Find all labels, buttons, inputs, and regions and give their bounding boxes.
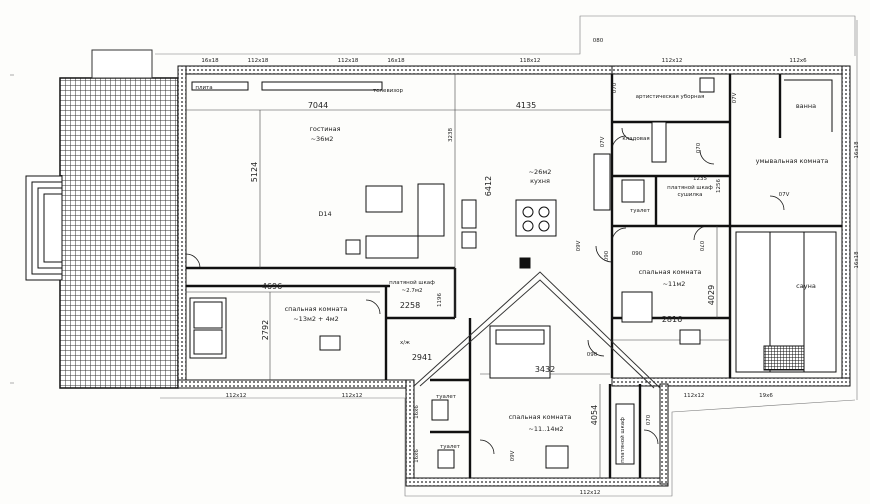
room-labels: гостиная ~36м2 D14 кухня ~26м2 спальная … bbox=[195, 85, 828, 463]
bed-south-area: ~11..14м2 bbox=[528, 425, 563, 433]
living-area: ~36м2 bbox=[311, 135, 334, 143]
kitchen-area: ~26м2 bbox=[529, 168, 552, 176]
dim-1235: 1235 bbox=[693, 176, 707, 182]
closet-small-name: платяной шкаф bbox=[667, 184, 713, 191]
win-2: 112x18 bbox=[248, 58, 269, 64]
door-070c: 07V bbox=[600, 136, 606, 147]
dim-1196: 1196 bbox=[437, 293, 443, 307]
win-3: 112x18 bbox=[338, 58, 359, 64]
door-080: 080 bbox=[593, 38, 604, 44]
door-090b: 090 bbox=[632, 251, 643, 257]
bed-west bbox=[189, 297, 341, 359]
win-9: 112x12 bbox=[342, 393, 363, 399]
bed-west-name: спальная комната bbox=[285, 305, 348, 313]
dim-1256: 1256 bbox=[716, 179, 722, 193]
roof-lines bbox=[413, 271, 661, 389]
dim-4029: 4029 bbox=[707, 285, 716, 305]
door-swings bbox=[185, 127, 785, 455]
hob-label: плита bbox=[195, 85, 212, 91]
win-15: 16x18 bbox=[854, 141, 860, 159]
living-furniture bbox=[191, 81, 477, 259]
dim-2941: 2941 bbox=[412, 353, 432, 362]
win-11: 19x6 bbox=[759, 393, 773, 399]
dim-4135: 4135 bbox=[516, 101, 536, 110]
win-6: 112x12 bbox=[662, 58, 683, 64]
dim-6412: 6412 bbox=[484, 176, 493, 196]
construction-lines bbox=[10, 15, 858, 497]
hall-name: х/ж bbox=[400, 340, 410, 346]
dim-dressing-area: ~2.7м2 bbox=[401, 288, 422, 294]
win-8: 112x12 bbox=[226, 393, 247, 399]
dressing-south-name: платяной шкаф bbox=[619, 417, 626, 463]
door-070b: 070 bbox=[696, 142, 702, 153]
wc-b-name: туалет bbox=[440, 444, 461, 450]
dim-4696: 4696 bbox=[262, 282, 282, 291]
dimension-labels: 7044 4135 5124 3238 6412 4696 2792 2258 … bbox=[250, 101, 722, 425]
sauna-name: сауна bbox=[796, 282, 816, 290]
window-labels: 16x18 112x18 112x18 16x18 118x12 112x12 … bbox=[201, 58, 860, 496]
bed-south-name: спальная комната bbox=[509, 413, 572, 421]
door-090d: 09V bbox=[576, 240, 582, 251]
bed-east-name: спальная комната bbox=[639, 268, 702, 276]
door-070a: 070 bbox=[612, 82, 618, 93]
dim-5124: 5124 bbox=[250, 162, 259, 182]
wash-name: умывальная комната bbox=[756, 157, 829, 165]
win-14: 16x6 bbox=[414, 449, 420, 463]
dim-3238: 3238 bbox=[448, 128, 454, 142]
entrance-stairs bbox=[25, 175, 63, 281]
door-090c: 090 bbox=[587, 352, 598, 358]
door-070d: 070 bbox=[698, 241, 704, 252]
bed-south bbox=[489, 325, 569, 469]
door-07v: 07V bbox=[779, 192, 790, 198]
kitchen-name: кухня bbox=[530, 177, 550, 185]
dim-4054: 4054 bbox=[590, 405, 599, 425]
bed-east-area: ~11м2 bbox=[663, 280, 686, 288]
win-13: 16x6 bbox=[414, 405, 420, 419]
door-07v2: 07V bbox=[732, 92, 738, 103]
win-12: 112x12 bbox=[580, 490, 601, 496]
win-10: 112x12 bbox=[684, 393, 705, 399]
terrace-deck bbox=[59, 49, 179, 389]
dry-room-name: сушилка bbox=[677, 192, 702, 198]
door-090e: 09V bbox=[510, 450, 516, 461]
wc-a-name: туалет bbox=[436, 394, 457, 400]
dim-2258: 2258 bbox=[400, 301, 420, 310]
sofa-label: D14 bbox=[318, 210, 331, 218]
dim-2816: 2816 bbox=[662, 315, 682, 324]
win-7: 112x6 bbox=[789, 58, 807, 64]
wc-main-name: туалет bbox=[630, 208, 651, 214]
living-name: гостиная bbox=[309, 125, 340, 133]
tv-label: телевизор bbox=[373, 88, 404, 94]
door-070e: 070 bbox=[646, 414, 652, 425]
win-4: 16x18 bbox=[387, 58, 405, 64]
dimension-lines bbox=[186, 74, 730, 478]
pantry-name: кладовая bbox=[622, 136, 649, 142]
wc-fixtures bbox=[431, 399, 635, 469]
win-1: 16x18 bbox=[201, 58, 219, 64]
win-16: 16x18 bbox=[854, 251, 860, 269]
bed-west-area: ~13м2 + 4м2 bbox=[293, 315, 339, 323]
dim-3432: 3432 bbox=[535, 365, 555, 374]
door-labels: 080 090 070 070 07V 070 090 090 07V 07V … bbox=[510, 38, 790, 461]
tech-room-name: артистическая уборная bbox=[636, 94, 705, 100]
door-090a: 090 bbox=[604, 250, 610, 261]
bed-east bbox=[621, 291, 701, 345]
win-5: 118x12 bbox=[520, 58, 541, 64]
exterior-walls bbox=[177, 65, 851, 487]
sauna-wash bbox=[621, 77, 837, 373]
dressing-name: платяной шкаф bbox=[389, 279, 435, 286]
dim-7044: 7044 bbox=[308, 101, 328, 110]
dim-2792: 2792 bbox=[261, 320, 270, 340]
kitchen-furniture bbox=[515, 153, 611, 269]
bath-name: ванна bbox=[796, 102, 816, 110]
